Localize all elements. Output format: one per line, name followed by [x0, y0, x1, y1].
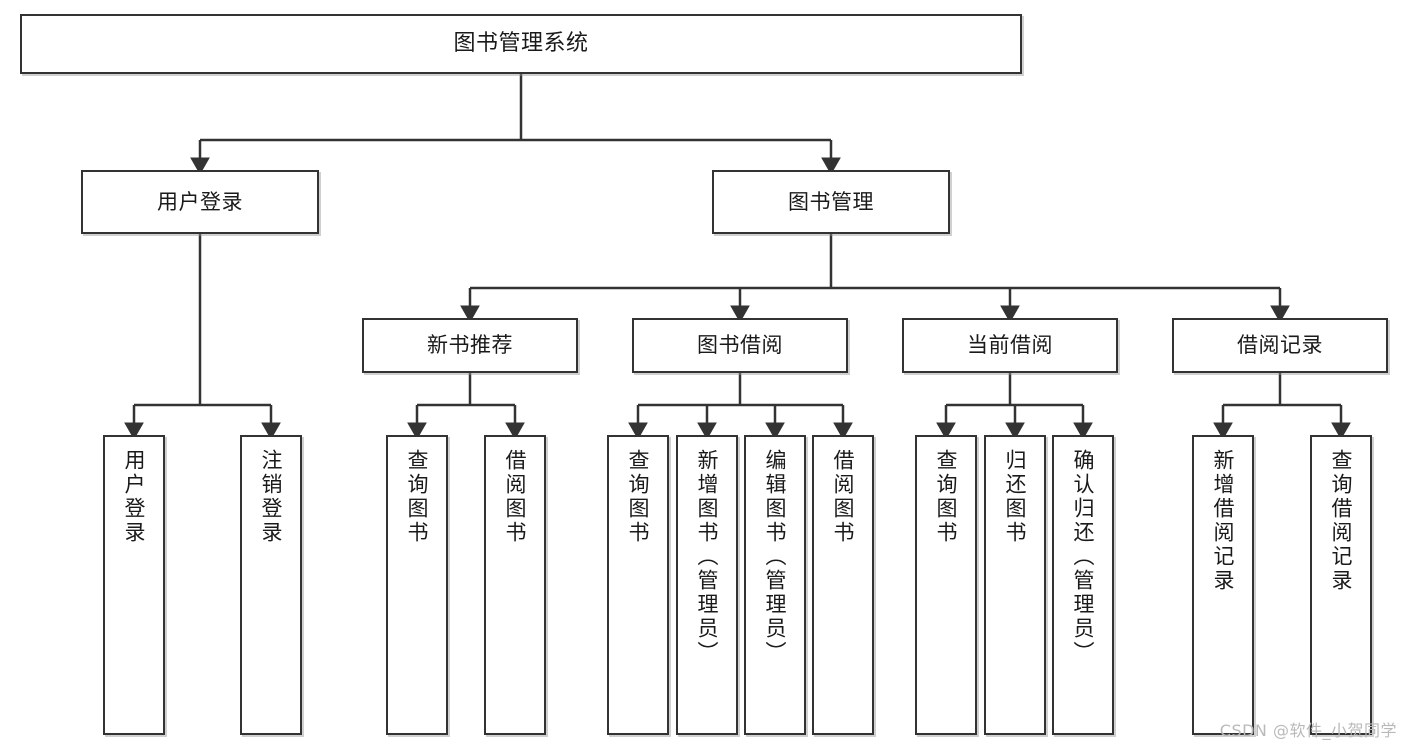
node-label: 查询图书 — [405, 449, 430, 545]
csdn-watermark: CSDN @软件_小贺同学 — [1219, 721, 1397, 740]
node-root[interactable]: 图书管理系统 — [20, 14, 1022, 74]
node-leaf-new-1[interactable]: 查询图书 — [386, 435, 448, 735]
node-label: 当前借阅 — [967, 333, 1053, 358]
node-label: 用户登录 — [122, 449, 147, 545]
node-label: 归还图书 — [1003, 449, 1028, 545]
node-leaf-rec-1[interactable]: 新增借阅记录 — [1192, 435, 1254, 735]
node-leaf-new-2[interactable]: 借阅图书 — [484, 435, 546, 735]
node-newbook[interactable]: 新书推荐 — [362, 318, 578, 373]
node-login[interactable]: 用户登录 — [81, 170, 319, 234]
node-leaf-bor-3[interactable]: 编辑图书（管理员） — [744, 435, 806, 735]
node-label: 查询借阅记录 — [1329, 449, 1354, 593]
node-label: 图书借阅 — [697, 333, 783, 358]
node-label: 编辑图书（管理员） — [763, 449, 788, 665]
node-leaf-rec-2[interactable]: 查询借阅记录 — [1310, 435, 1372, 735]
node-leaf-cur-2[interactable]: 归还图书 — [984, 435, 1046, 735]
node-label: 注销登录 — [259, 449, 284, 545]
node-current[interactable]: 当前借阅 — [902, 318, 1118, 373]
node-records[interactable]: 借阅记录 — [1172, 318, 1388, 373]
node-label: 新增借阅记录 — [1211, 449, 1236, 593]
node-leaf-cur-3[interactable]: 确认归还（管理员） — [1052, 435, 1114, 735]
node-label: 新增图书（管理员） — [695, 449, 720, 665]
node-leaf-bor-4[interactable]: 借阅图书 — [812, 435, 874, 735]
node-label: 借阅记录 — [1237, 333, 1323, 358]
node-leaf-bor-2[interactable]: 新增图书（管理员） — [676, 435, 738, 735]
node-label: 确认归还（管理员） — [1071, 449, 1096, 665]
node-label: 查询图书 — [934, 449, 959, 545]
node-borrow[interactable]: 图书借阅 — [632, 318, 848, 373]
node-leaf-cur-1[interactable]: 查询图书 — [915, 435, 977, 735]
node-label: 新书推荐 — [427, 333, 513, 358]
node-leaf-bor-1[interactable]: 查询图书 — [607, 435, 669, 735]
node-label: 查询图书 — [626, 449, 651, 545]
node-bookmgmt[interactable]: 图书管理 — [712, 170, 950, 234]
node-label: 借阅图书 — [503, 449, 528, 545]
node-leaf-login-2[interactable]: 注销登录 — [240, 435, 302, 735]
node-label: 借阅图书 — [831, 449, 856, 545]
node-leaf-login-1[interactable]: 用户登录 — [103, 435, 165, 735]
node-label: 用户登录 — [157, 189, 243, 214]
node-label: 图书管理 — [788, 189, 874, 214]
node-label: 图书管理系统 — [453, 31, 589, 57]
